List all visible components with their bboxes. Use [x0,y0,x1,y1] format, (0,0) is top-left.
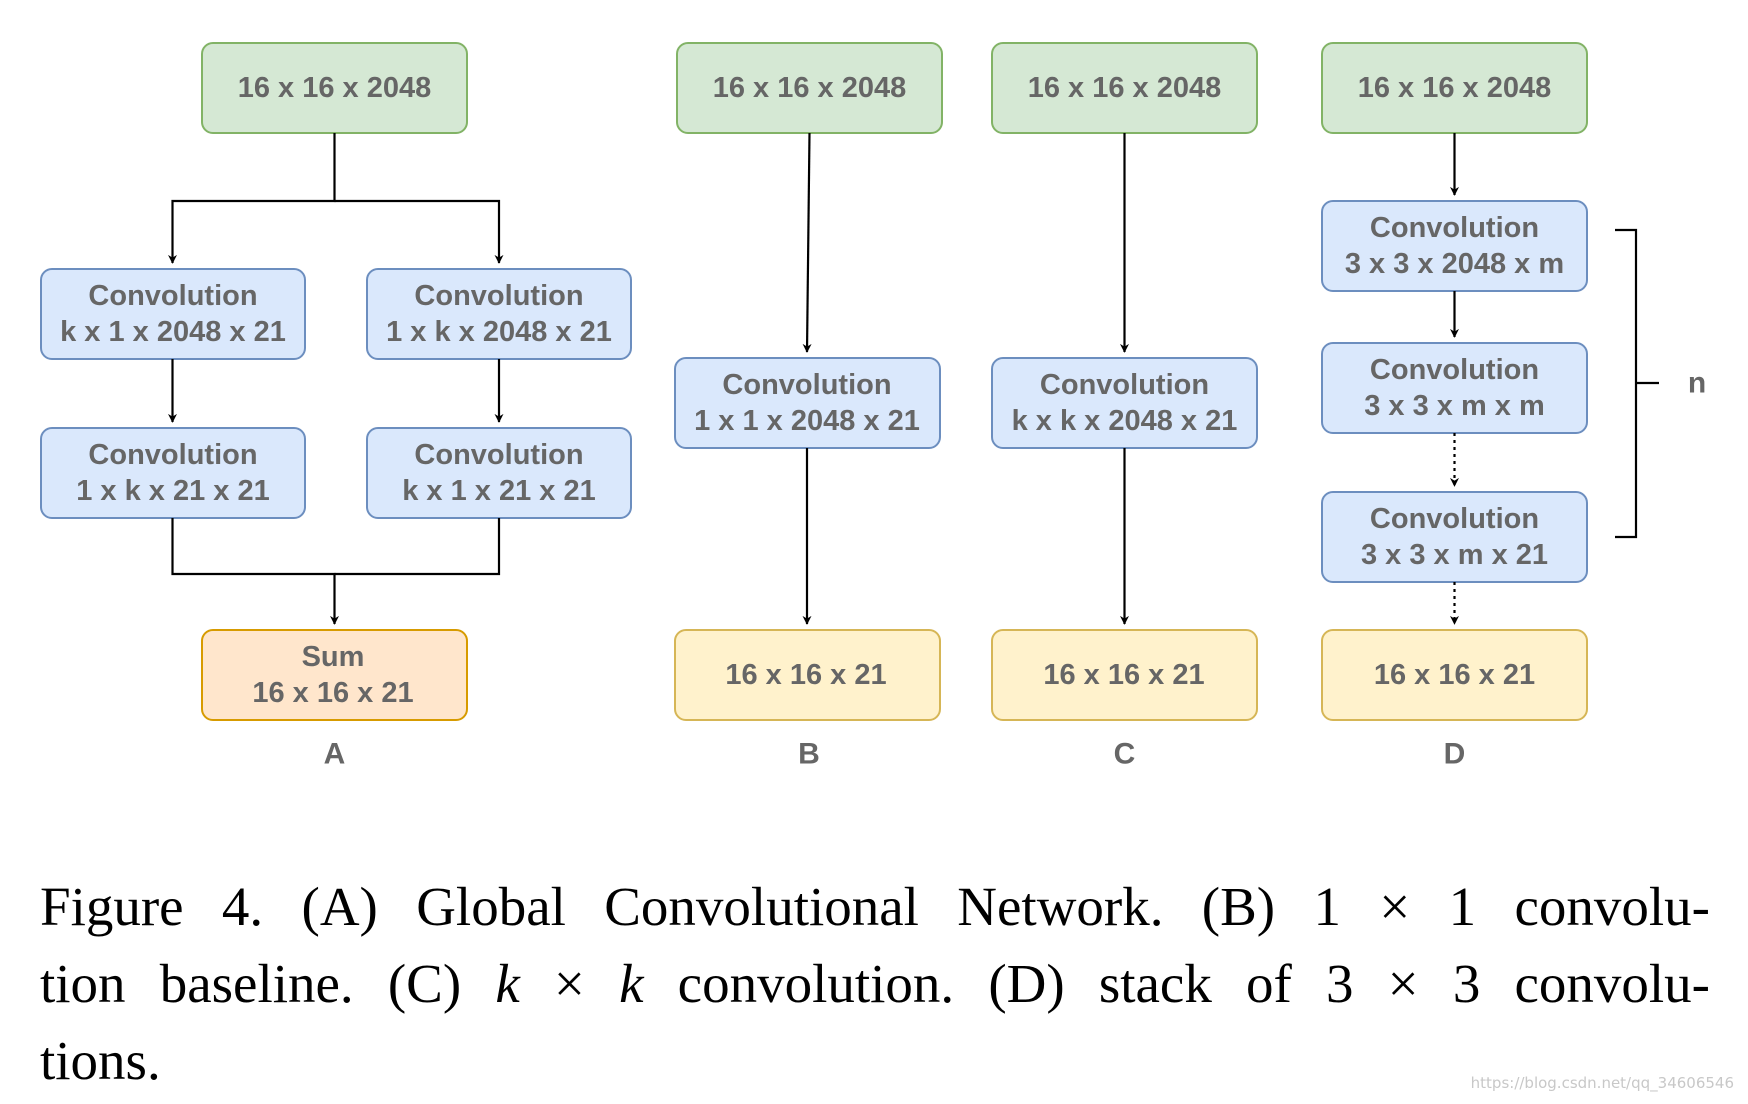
panel-d-conv2-title: Convolution [1370,354,1539,386]
caption-k-symbol-2: k [619,953,644,1014]
panel-b-conv-title: Convolution [722,369,891,401]
watermark-text: https://blog.csdn.net/qq_34606546 [1470,1074,1734,1092]
panel-c-input-node: 16 x 16 x 2048 [991,42,1258,134]
panel-d-conv1-dims: 3 x 3 x 2048 x m [1345,248,1564,280]
panel-d-repeat-bracket [1615,228,1659,539]
panel-c-conv-title: Convolution [1040,369,1209,401]
panel-a-left-conv2-title: Convolution [88,439,257,471]
panel-a-right-conv1-title: Convolution [414,280,583,312]
panel-b-input-label: 16 x 16 x 2048 [713,72,907,104]
caption-k-symbol-1: k [495,953,520,1014]
panel-c-output-label: 16 x 16 x 21 [1043,659,1204,691]
panel-b-output-node: 16 x 16 x 21 [674,629,941,721]
caption-times-symbol: × [519,953,620,1014]
panel-a-label: A [324,738,346,771]
panel-a-merge-edge-right [334,518,501,576]
panel-a-merge-edge-left [171,518,339,625]
panel-a-right-conv2-dims: k x 1 x 21 x 21 [402,475,596,507]
panel-c-conv-node: Convolution k x k x 2048 x 21 [991,357,1258,449]
caption-line-3: tions. [40,1030,161,1091]
panel-b-edge-input-conv [802,132,812,353]
panel-b-output-label: 16 x 16 x 21 [725,659,886,691]
panel-a-left-conv1-title: Convolution [88,280,257,312]
panel-c-label: C [1114,738,1136,771]
caption-line-2-post: convolution. (D) stack of 3 × 3 convolu- [643,953,1710,1014]
panel-d-conv2-dims: 3 x 3 x m x m [1364,390,1545,422]
panel-a-split-edge-right [334,199,504,264]
panel-b-label: B [798,738,820,771]
panel-d-repeat-label: n [1688,367,1706,400]
panel-a-sum-dims: 16 x 16 x 21 [252,677,413,709]
panel-a-sum-title: Sum [302,641,365,673]
panel-a-input-label: 16 x 16 x 2048 [238,72,432,104]
panel-c-input-label: 16 x 16 x 2048 [1028,72,1222,104]
panel-a-split-edge-left [168,133,336,264]
panel-a-right-conv2-node: Convolution k x 1 x 21 x 21 [366,427,632,519]
caption-line-1: Figure 4. (A) Global Convolutional Netwo… [40,876,1710,937]
panel-d: 16 x 16 x 2048 Convolution 3 x 3 x 2048 … [1321,42,1706,771]
panel-a: 16 x 16 x 2048 Convolution k x 1 x 2048 … [40,42,632,771]
panel-d-conv3-dims: 3 x 3 x m x 21 [1361,539,1548,571]
panel-c: 16 x 16 x 2048 Convolution k x k x 2048 … [991,42,1258,771]
panel-d-label: D [1444,738,1466,771]
panel-a-right-conv2-title: Convolution [414,439,583,471]
panel-a-sum-node: Sum 16 x 16 x 21 [201,629,468,721]
panel-b-conv-dims: 1 x 1 x 2048 x 21 [694,405,920,437]
panel-c-conv-dims: k x k x 2048 x 21 [1012,405,1238,437]
panel-d-conv2-node: Convolution 3 x 3 x m x m [1321,342,1588,434]
panel-a-input-node: 16 x 16 x 2048 [201,42,468,134]
gcn-figure-diagram: 16 x 16 x 2048 Convolution k x 1 x 2048 … [40,42,1706,771]
panel-b-input-node: 16 x 16 x 2048 [676,42,943,134]
caption-line-2: tion baseline. (C) k × k convolution. (D… [40,945,1710,1022]
panel-a-left-conv2-dims: 1 x k x 21 x 21 [76,475,270,507]
panel-c-output-node: 16 x 16 x 21 [991,629,1258,721]
panel-b: 16 x 16 x 2048 Convolution 1 x 1 x 2048 … [674,42,943,771]
panel-d-output-node: 16 x 16 x 21 [1321,629,1588,721]
panel-a-right-conv1-node: Convolution 1 x k x 2048 x 21 [366,268,632,360]
panel-d-input-label: 16 x 16 x 2048 [1358,72,1552,104]
panel-d-conv1-title: Convolution [1370,212,1539,244]
caption-line-2-pre: tion baseline. (C) [40,953,496,1014]
panel-b-conv-node: Convolution 1 x 1 x 2048 x 21 [674,357,941,449]
panel-a-right-conv1-dims: 1 x k x 2048 x 21 [386,316,612,348]
panel-d-conv3-node: Convolution 3 x 3 x m x 21 [1321,491,1588,583]
panel-d-input-node: 16 x 16 x 2048 [1321,42,1588,134]
figure-caption: Figure 4. (A) Global Convolutional Netwo… [40,868,1710,1099]
panel-a-left-conv2-node: Convolution 1 x k x 21 x 21 [40,427,306,519]
panel-d-output-label: 16 x 16 x 21 [1374,659,1535,691]
panel-d-conv3-title: Convolution [1370,503,1539,535]
panel-d-conv1-node: Convolution 3 x 3 x 2048 x m [1321,200,1588,292]
panel-a-left-conv1-dims: k x 1 x 2048 x 21 [60,316,286,348]
panel-a-left-conv1-node: Convolution k x 1 x 2048 x 21 [40,268,306,360]
